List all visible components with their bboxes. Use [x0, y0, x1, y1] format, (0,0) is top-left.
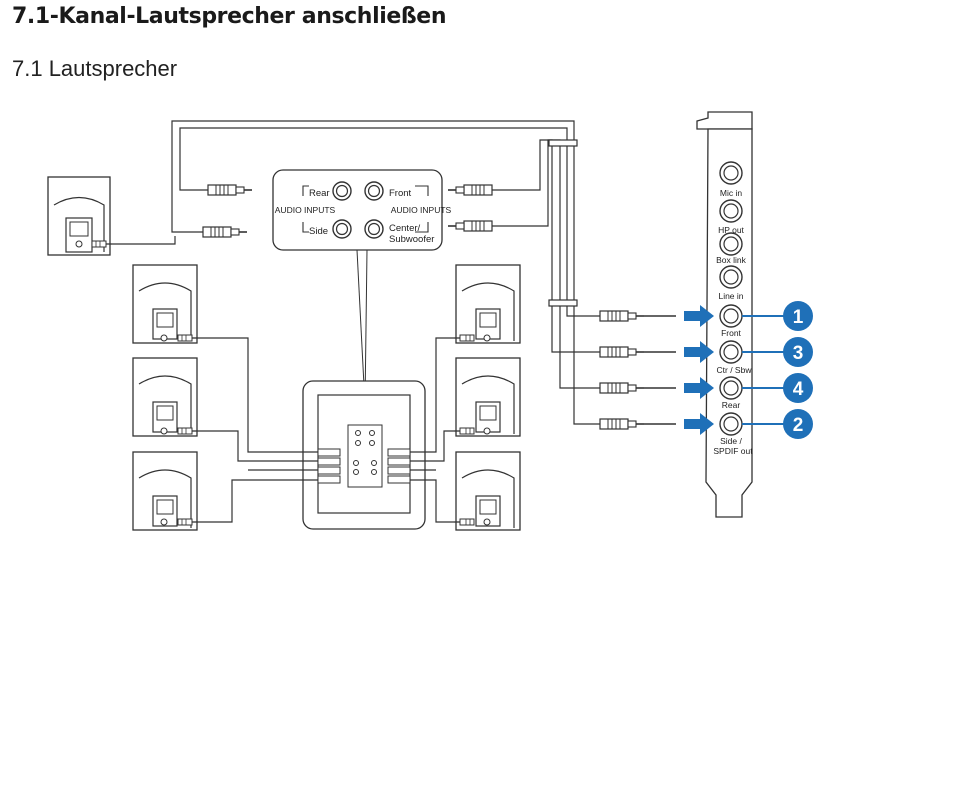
card-label-hp-out: HP out: [718, 225, 744, 235]
svg-text:1: 1: [793, 307, 804, 328]
side-input-jack: [332, 219, 352, 239]
sound-card-bracket: Mic in HP out Box link Line in Front Ctr…: [696, 111, 753, 518]
box-link-jack: [719, 232, 743, 256]
card-label-mic-in: Mic in: [720, 188, 742, 198]
card-label-ctr-sbw: Ctr / Sbw: [717, 365, 753, 375]
amplifier-plugs: [317, 448, 411, 484]
mic-in-jack: [719, 161, 743, 185]
ctr-sbw-jack: [719, 340, 743, 364]
hub-label-subwoofer: Subwoofer: [389, 234, 434, 245]
speaker-right-1: [410, 264, 521, 453]
line-in-jack: [719, 265, 743, 289]
speaker-right-3: [410, 451, 521, 531]
svg-text:3: 3: [793, 343, 804, 364]
hub-label-side: Side: [309, 226, 328, 237]
hub-label-rear: Rear: [309, 188, 330, 199]
callout-leaders: [742, 315, 784, 425]
speaker-left-3: [132, 451, 318, 531]
callout-badge-ctr: 3: [783, 337, 813, 367]
hub-label-center: Center/: [389, 223, 421, 234]
card-label-spdif-out: SPDIF out: [713, 446, 753, 456]
arrow-ctr: [684, 341, 714, 363]
arrow-front: [684, 305, 714, 327]
speaker-left-2: [132, 357, 318, 462]
cable-bundle: [171, 120, 600, 425]
callout-badge-rear: 4: [783, 373, 813, 403]
card-label-front: Front: [721, 328, 741, 338]
arrow-rear: [684, 377, 714, 399]
card-label-rear: Rear: [722, 400, 741, 410]
svg-text:4: 4: [793, 379, 804, 400]
card-cable-plugs: [599, 310, 676, 430]
callout-badge-front: 1: [783, 301, 813, 331]
rear-out-jack: [719, 376, 743, 400]
hub-label-front: Front: [389, 188, 412, 199]
card-label-line-in: Line in: [718, 291, 743, 301]
audio-inputs-hub: Rear Side Front Center/ Subwoofer AUDIO …: [272, 169, 452, 406]
hub-group-label-left: AUDIO INPUTS: [275, 205, 336, 215]
front-input-jack: [364, 181, 384, 201]
card-label-side: Side /: [720, 436, 742, 446]
arrow-side: [684, 413, 714, 435]
hp-out-jack: [719, 199, 743, 223]
front-out-jack: [719, 304, 743, 328]
rear-input-jack: [332, 181, 352, 201]
page-subtitle: 7.1 Lautsprecher: [12, 56, 178, 81]
card-label-box-link: Box link: [716, 255, 747, 265]
hub-group-label-right: AUDIO INPUTS: [391, 205, 452, 215]
speaker-right-2: [410, 357, 521, 462]
speaker-left-1: [132, 264, 318, 453]
callout-badges: 1 3 4 2: [783, 301, 813, 439]
svg-text:2: 2: [793, 415, 804, 436]
subwoofer-speaker: [47, 176, 176, 256]
side-out-jack: [719, 412, 743, 436]
center-input-jack: [364, 219, 384, 239]
page-title: 7.1-Kanal-Lautsprecher anschließen: [12, 4, 447, 29]
callout-badge-side: 2: [783, 409, 813, 439]
connection-arrows: [684, 305, 714, 435]
